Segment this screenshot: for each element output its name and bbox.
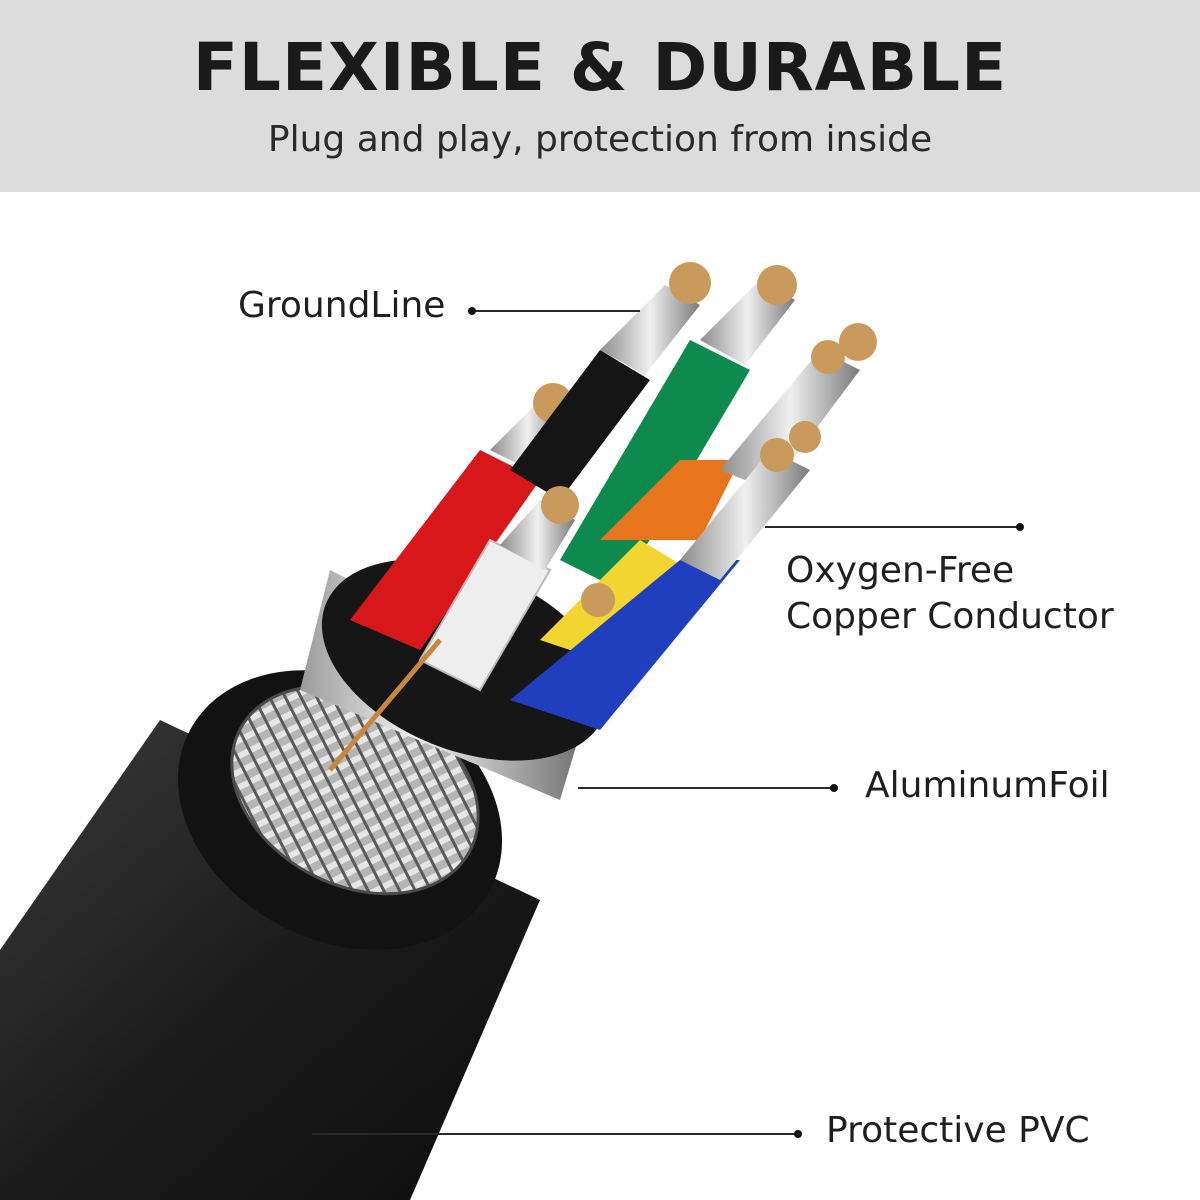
blue-wire bbox=[510, 560, 740, 730]
yellow-wire bbox=[540, 540, 690, 660]
label-groundline: GroundLine bbox=[238, 285, 446, 326]
bare-strands bbox=[328, 323, 877, 772]
green-wire bbox=[560, 265, 797, 590]
label-copper-conductor: Oxygen-Free Copper Conductor bbox=[786, 548, 1114, 640]
white-wire bbox=[418, 486, 579, 692]
black-wire bbox=[510, 262, 711, 500]
label-copper-line2: Copper Conductor bbox=[786, 596, 1114, 637]
page-subtitle: Plug and play, protection from inside bbox=[267, 119, 933, 160]
callout-copper bbox=[765, 523, 1024, 531]
label-copper-line1: Oxygen-Free bbox=[786, 550, 1015, 591]
callout-aluminum-foil bbox=[578, 784, 838, 792]
label-aluminum-foil: AluminumFoil bbox=[865, 765, 1110, 806]
orange-wire bbox=[600, 460, 740, 540]
callout-pvc bbox=[312, 1130, 802, 1138]
page-title: FLEXIBLE & DURABLE bbox=[192, 29, 1008, 106]
callout-groundline bbox=[468, 307, 640, 315]
header-banner bbox=[0, 0, 1200, 192]
label-protective-pvc: Protective PVC bbox=[826, 1110, 1090, 1151]
